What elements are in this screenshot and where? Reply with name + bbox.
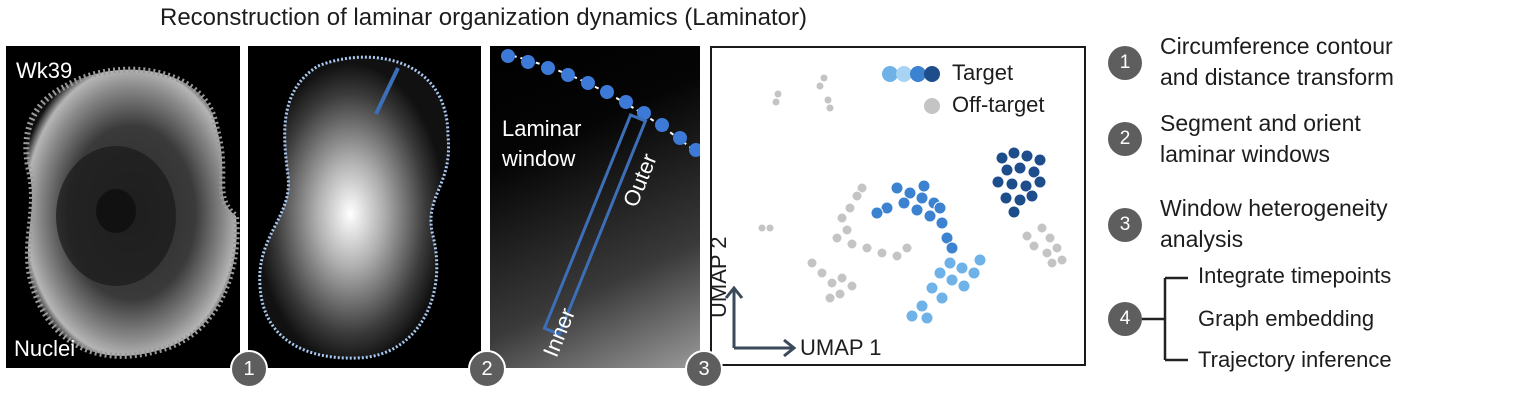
umap-axes <box>724 285 797 358</box>
timepoint-label: Wk39 <box>16 58 73 83</box>
target-points-mid <box>870 179 959 255</box>
legend-offtarget-label: Off-target <box>952 92 1045 117</box>
laminar-window-image <box>501 49 700 337</box>
step-1-line2: and distance transform <box>1160 64 1394 90</box>
distance-transform-image <box>258 55 451 360</box>
legend-target-swatch <box>882 66 940 82</box>
umap-panel: Target Off-target UMAP 1 UMAP 2 <box>710 46 1086 366</box>
step-3-line2: analysis <box>1160 226 1244 252</box>
distance-transform-panel <box>248 46 481 368</box>
legend-offtarget-swatch <box>924 98 940 114</box>
nuclei-image-panel: Wk39 Nuclei <box>6 46 240 368</box>
target-points-light <box>905 253 987 325</box>
laminar-window-panel: Laminar window Outer Inner <box>490 46 700 368</box>
step-4-item-3: Trajectory inference <box>1198 347 1392 372</box>
step-1-badge: 1 <box>1108 46 1142 80</box>
step-4-item-2: Graph embedding <box>1198 306 1375 331</box>
y-axis-label: UMAP 2 <box>710 236 731 318</box>
figure-title: Reconstruction of laminar organization d… <box>160 4 807 31</box>
nuclei-image <box>23 66 240 359</box>
contour-points <box>501 49 700 157</box>
window-label-line2: window <box>502 146 576 171</box>
stain-label: Nuclei <box>14 336 76 361</box>
step-4-badge: 4 <box>1108 302 1142 336</box>
step-1-line1: Circumference contour <box>1160 33 1393 59</box>
window-label-line1: Laminar <box>502 116 582 141</box>
x-axis-label: UMAP 1 <box>800 335 882 360</box>
panel-badge-2: 2 <box>468 350 506 388</box>
target-points-dark <box>991 146 1047 219</box>
umap-scatter <box>724 66 1068 358</box>
step-4-item-1: Integrate timepoints <box>1198 263 1392 288</box>
step-3-line1: Window heterogeneity <box>1160 195 1388 221</box>
laminar-window-marker <box>374 67 400 115</box>
window-rectangle <box>542 113 648 337</box>
step-2-line1: Segment and orient <box>1160 110 1361 136</box>
legend-target-label: Target <box>952 60 1014 85</box>
step-2-line2: laminar windows <box>1160 141 1331 167</box>
step-2-badge: 2 <box>1108 122 1142 156</box>
panel-badge-1: 1 <box>230 350 268 388</box>
panel-badge-3: 3 <box>685 350 723 388</box>
step-3-badge: 3 <box>1108 208 1142 242</box>
offtarget-points <box>757 73 1068 304</box>
